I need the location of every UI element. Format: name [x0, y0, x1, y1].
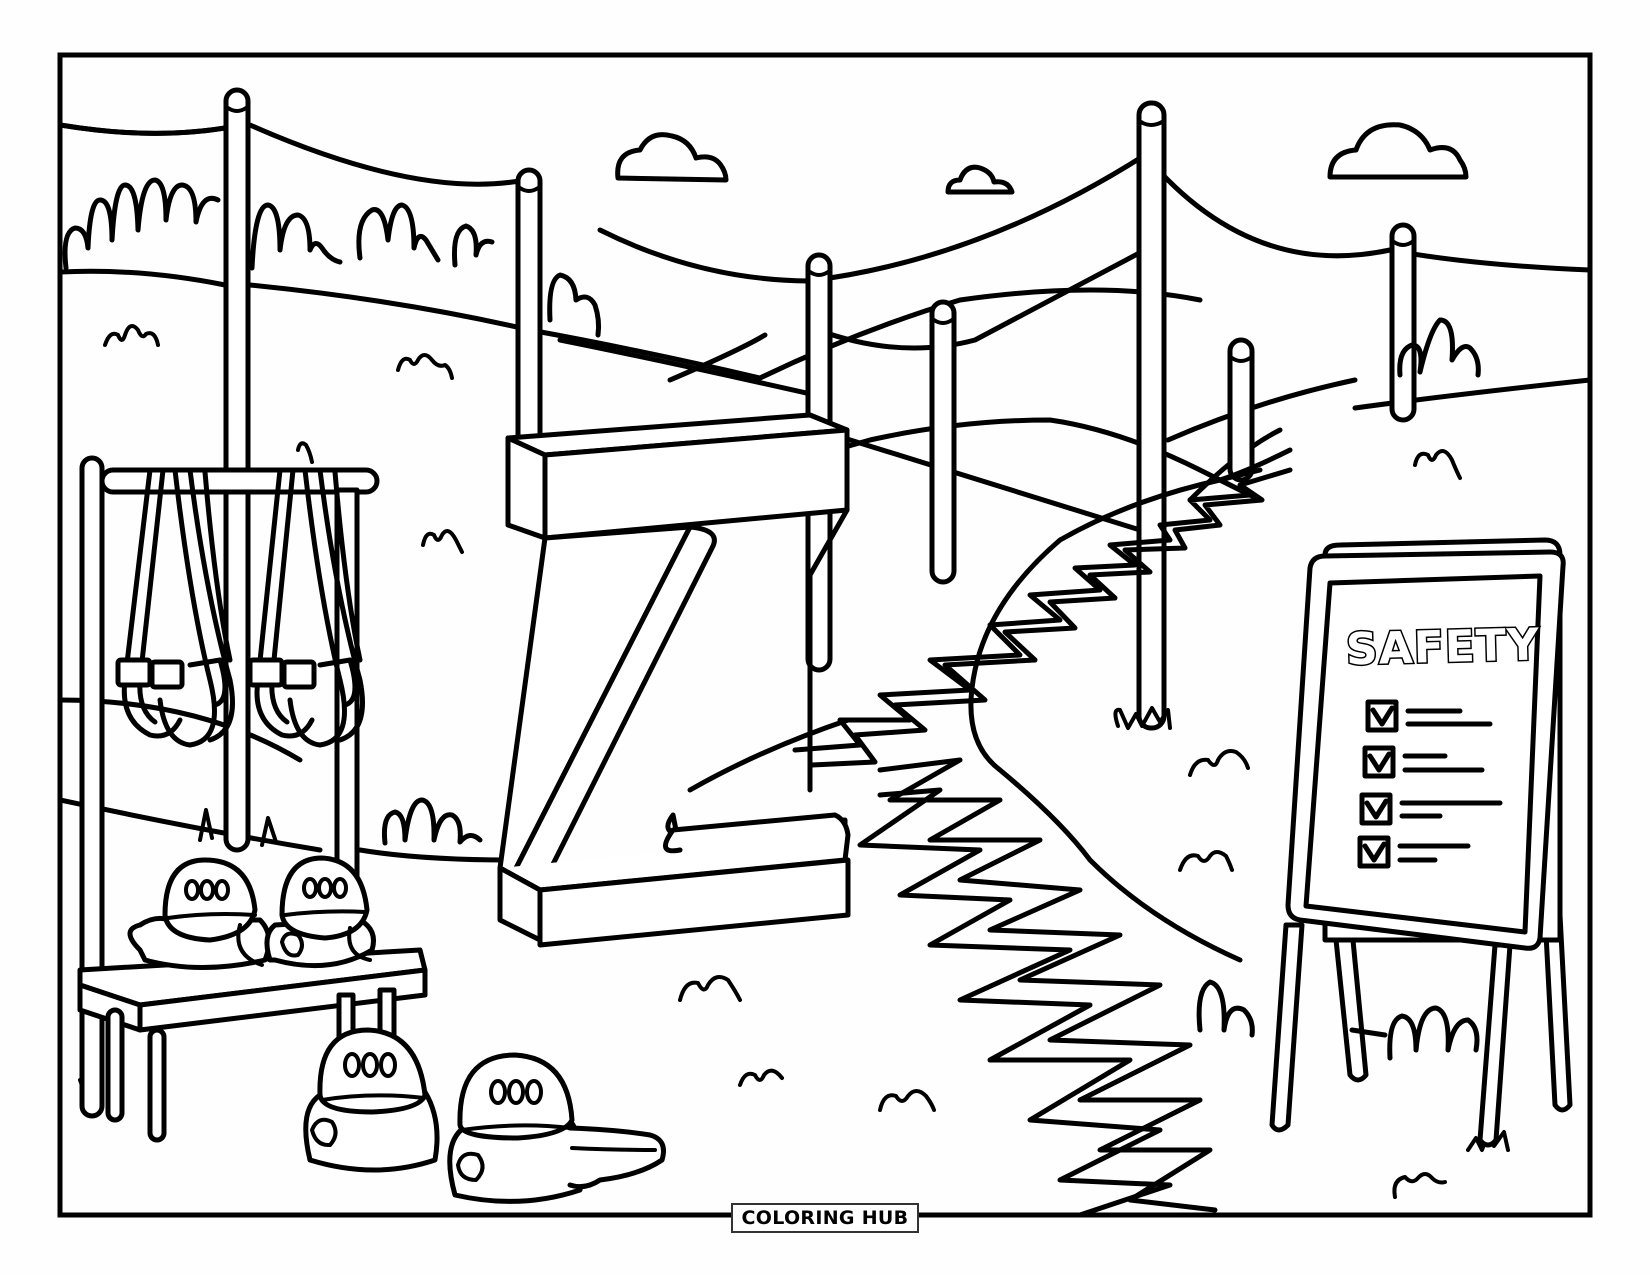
cloud — [615, 132, 729, 183]
cloud — [1327, 122, 1469, 180]
checklist-item — [1357, 835, 1471, 869]
checklist — [1357, 699, 1503, 869]
checklist-item — [1365, 699, 1493, 733]
harnesses — [115, 467, 365, 748]
brand-label: COLORING HUB — [731, 1203, 919, 1233]
harness — [115, 467, 235, 748]
checkbox-checked-icon — [1362, 745, 1396, 779]
checklist-item — [1359, 792, 1503, 826]
zigzag-path — [792, 447, 1293, 1215]
clouds — [615, 122, 1469, 195]
pole — [1136, 100, 1167, 731]
checkbox-checked-icon — [1365, 699, 1399, 733]
zipline-ropes — [60, 122, 1590, 533]
cloud — [945, 164, 1015, 195]
helmet — [303, 1027, 440, 1173]
helmet — [127, 857, 272, 970]
helmets — [127, 855, 666, 1204]
pole — [1389, 222, 1417, 423]
bushes — [62, 177, 1481, 1061]
helmet — [264, 855, 376, 969]
sign-title: SAFETY — [1344, 618, 1542, 677]
safety-sign — [1269, 537, 1573, 1148]
pole — [929, 299, 957, 585]
pole — [1227, 337, 1255, 483]
letter-z — [497, 412, 851, 948]
checkbox-checked-icon — [1357, 835, 1391, 869]
checkbox-checked-icon — [1359, 792, 1393, 826]
checklist-item — [1362, 745, 1485, 779]
helmet — [447, 1052, 666, 1204]
harness — [247, 467, 365, 748]
